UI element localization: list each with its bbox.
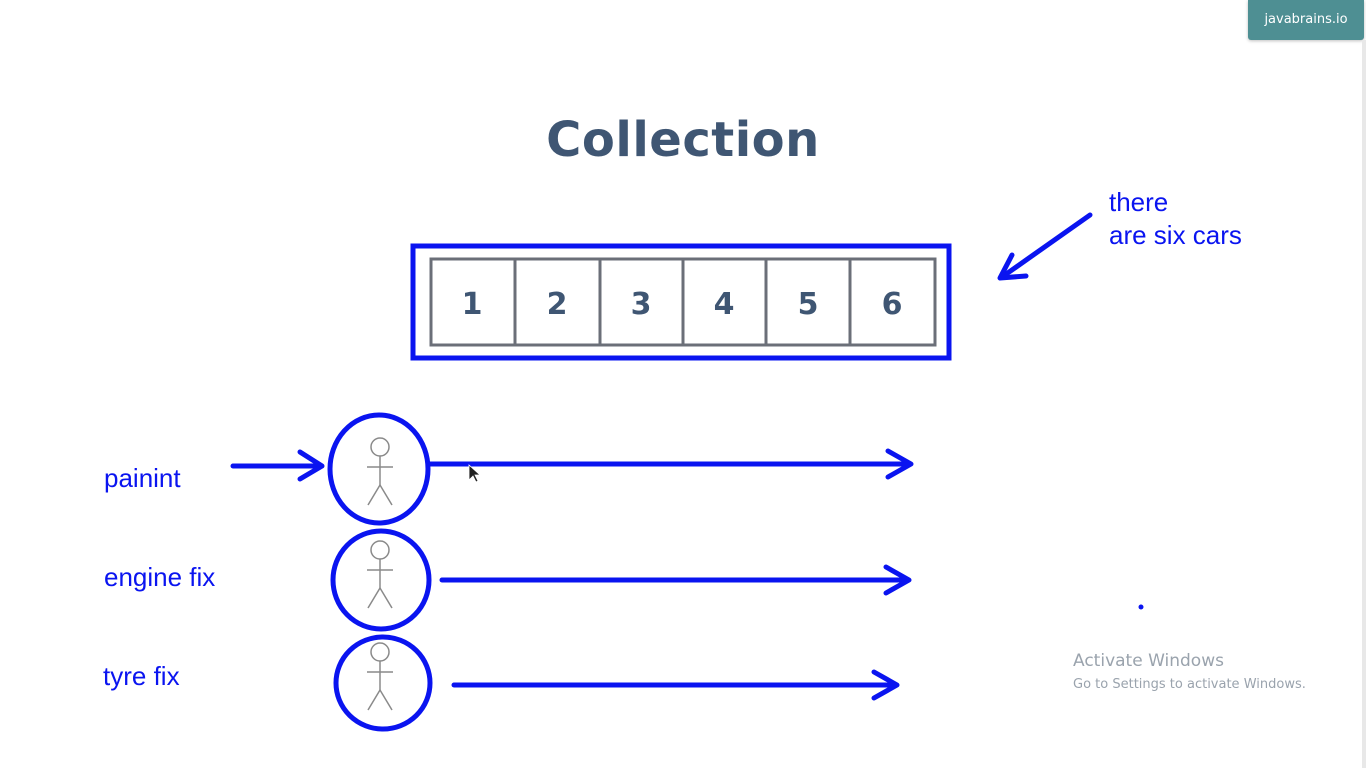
car-slot-3: 3 (631, 287, 652, 322)
incoming-arrow-head (297, 449, 325, 482)
brand-badge[interactable]: javabrains.io (1248, 0, 1364, 40)
collection-highlight-box (410, 243, 952, 361)
arrow-right-head (883, 564, 912, 596)
collection-strip: 1 2 3 4 5 6 (429, 257, 937, 347)
worker-engine-fix (330, 528, 912, 632)
task-label-engine-fix: engine fix (104, 562, 216, 592)
stick-figure-icon (366, 540, 394, 609)
worker-circle (333, 634, 433, 732)
watermark-title: Activate Windows (1073, 651, 1224, 671)
car-slot-6: 6 (882, 287, 903, 322)
car-slot-5: 5 (798, 287, 819, 322)
annotation-arrow-icon (997, 212, 1093, 281)
scrollbar-track[interactable] (1362, 40, 1366, 768)
car-slot-1: 1 (462, 287, 483, 322)
task-label-painting: painint (104, 463, 181, 493)
annotation-note-line-1: there (1109, 187, 1169, 217)
watermark-subtitle: Go to Settings to activate Windows. (1073, 677, 1306, 692)
worker-tyre-fix (333, 634, 900, 732)
car-slot-2: 2 (547, 287, 568, 322)
worker-circle (330, 528, 432, 632)
stick-figure-icon (366, 642, 394, 711)
stick-figure-icon (366, 437, 394, 506)
arrow-right-head (885, 448, 914, 480)
mouse-pointer-icon (468, 464, 482, 483)
worker-painting (230, 412, 914, 526)
car-slot-4: 4 (714, 287, 735, 322)
page-title: Collection (546, 112, 820, 168)
task-label-tyre-fix: tyre fix (103, 661, 180, 691)
annotation-note-line-2: are six cars (1109, 220, 1242, 250)
arrow-right-head (871, 669, 900, 701)
worker-circle (327, 412, 431, 526)
annotation-dot (1138, 604, 1144, 610)
